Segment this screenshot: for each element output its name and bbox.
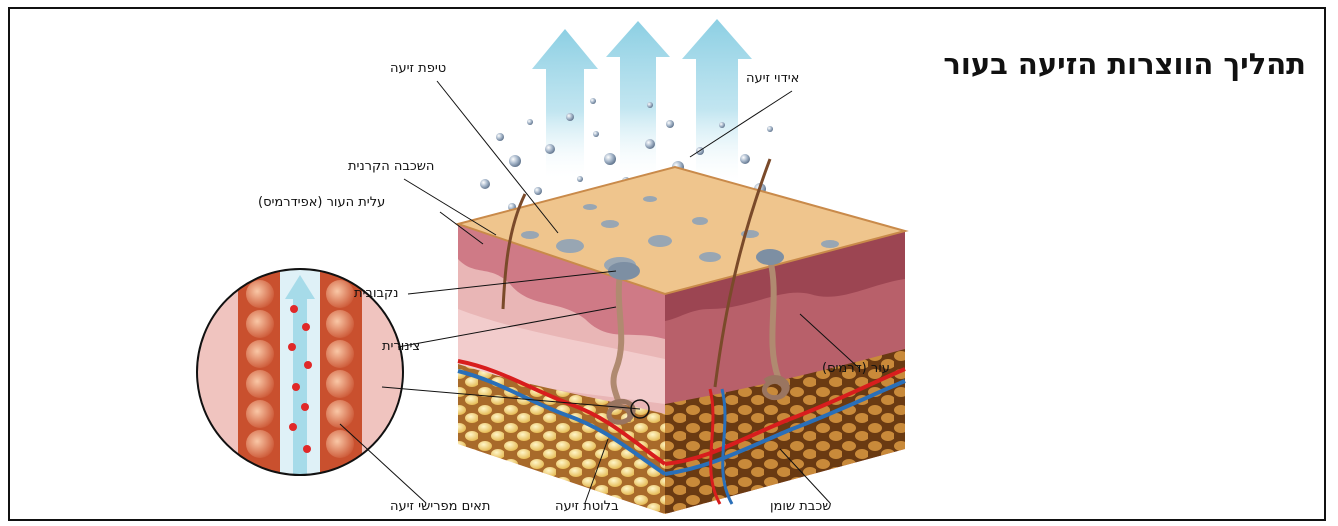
label-sweat-evaporation: אידוי זיעה xyxy=(746,71,799,87)
label-sweat-gland: בלוטת זיעה xyxy=(555,499,619,515)
diagram-frame: תהליך הווצרות הזיעה בעור טיפת זיעה אידוי… xyxy=(8,7,1326,521)
evaporation-arrows xyxy=(532,19,752,184)
skin-block xyxy=(458,159,905,514)
label-epidermis: עלית העור (אפידרמיס) xyxy=(258,195,385,211)
skin-illustration xyxy=(10,9,1326,521)
label-duct: צינורית xyxy=(382,339,420,355)
label-dermis: עור (דרמיס) xyxy=(822,361,890,377)
page-title: תהליך הווצרות הזיעה בעור xyxy=(943,47,1306,81)
label-fat-layer: שכבת שומן xyxy=(770,499,831,515)
label-stratum-corneum: השכבה הקרנית xyxy=(348,159,434,175)
label-sweat-drop: טיפת זיעה xyxy=(390,61,446,77)
label-pore: נקבובית xyxy=(354,286,398,302)
label-secretory-cells: תאים מפרישי זיעה xyxy=(390,499,490,515)
